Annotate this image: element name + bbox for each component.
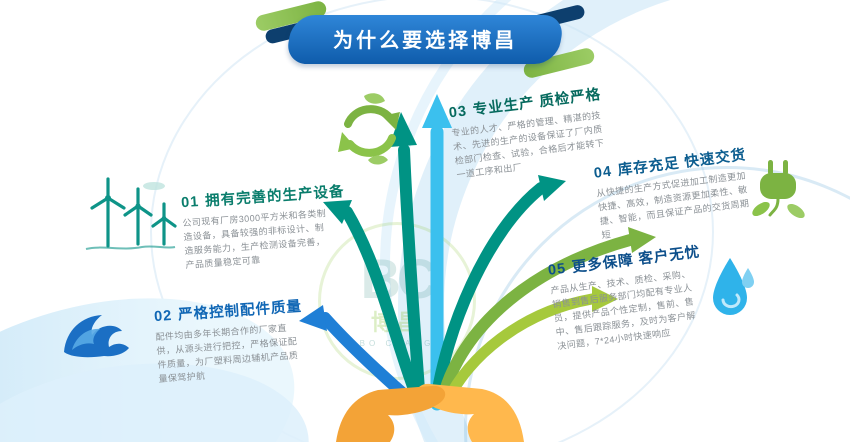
title-banner: 为什么要选择博昌 bbox=[254, 0, 596, 80]
eco-plug-icon bbox=[750, 158, 810, 228]
section-01-title: 拥有完善的生产设备 bbox=[204, 183, 345, 210]
section-02-title: 严格控制配件质量 bbox=[177, 298, 303, 324]
section-05-number: 05 bbox=[547, 260, 568, 279]
wind-turbines-icon bbox=[82, 176, 178, 256]
company-watermark-logo: BC 博昌 BO CHANG bbox=[318, 222, 476, 380]
section-02-number: 02 bbox=[153, 307, 173, 326]
watermark-company-name: 博昌 bbox=[370, 309, 423, 335]
section-02-body: 配件均由多年长期合作的厂家直供，从源头进行把控，严格保证配件质量，为厂塑料周边辅… bbox=[155, 322, 299, 384]
page-title: 为什么要选择博昌 bbox=[333, 30, 518, 52]
recycle-icon bbox=[334, 90, 404, 170]
banner-pill: 为什么要选择博昌 bbox=[284, 15, 566, 64]
water-drop-icon bbox=[706, 254, 756, 324]
section-01-body: 公司现有厂房3000平方米和各类制造设备，具备较强的非标设计、制造服务能力，生产… bbox=[182, 208, 327, 270]
wave-icon bbox=[58, 302, 138, 362]
section-01-number: 01 bbox=[180, 194, 200, 212]
watermark-latin-name: BO CHANG bbox=[359, 338, 435, 348]
section-04-number: 04 bbox=[593, 163, 614, 182]
watermark-monogram: BC bbox=[360, 247, 438, 311]
section-03-number: 03 bbox=[448, 103, 469, 122]
